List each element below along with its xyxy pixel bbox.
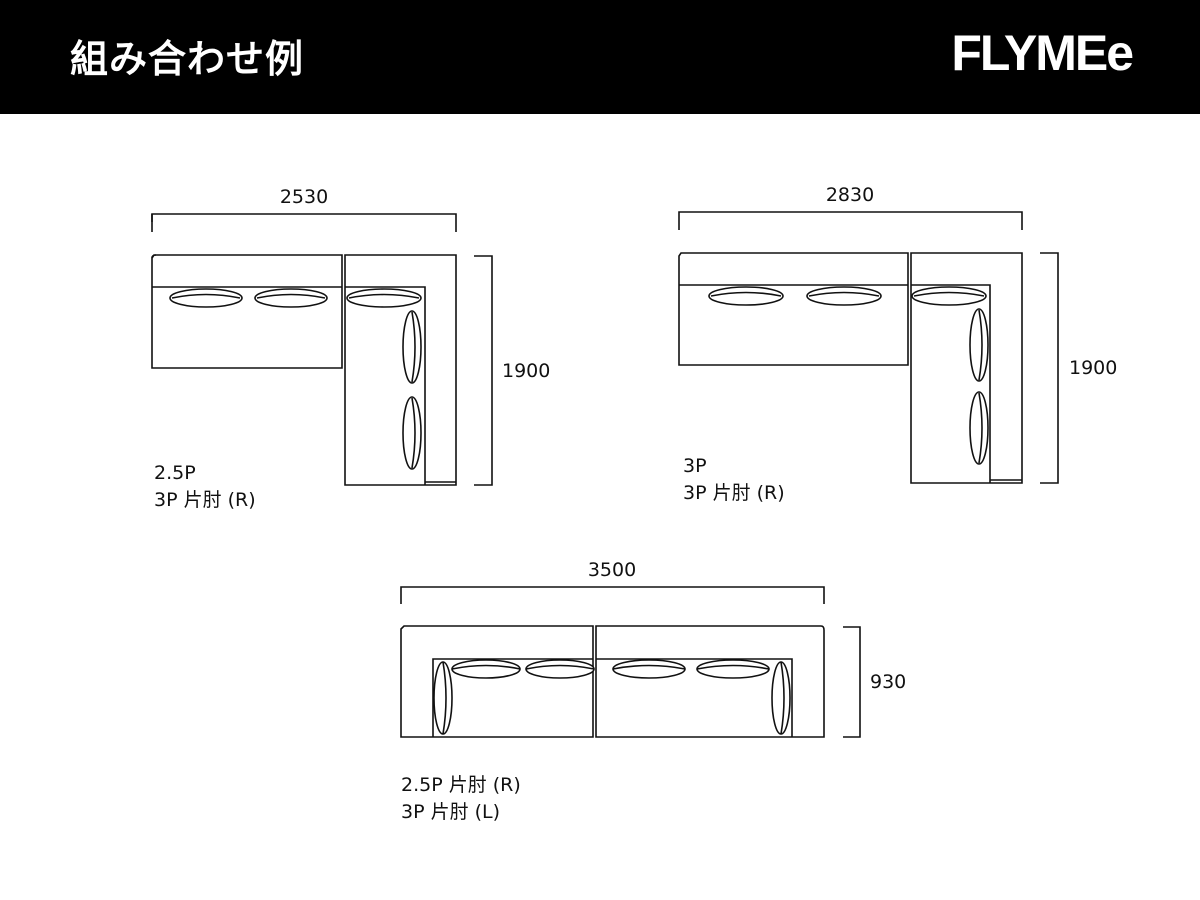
combo-label-3-line-1: 2.5P 片肘 (R): [401, 774, 521, 796]
depth-value-2: 1900: [1069, 357, 1117, 379]
page-title: 組み合わせ例: [70, 37, 305, 81]
combo-label-1-line-2: 3P 片肘 (R): [154, 489, 256, 511]
cushion: [696, 659, 770, 679]
cushion: [169, 288, 243, 308]
sofa-module-2-5p: [151, 254, 343, 369]
combo-label-3-line-2: 3P 片肘 (L): [401, 801, 501, 823]
cushion: [254, 288, 328, 308]
sofa-module-2-5p-arm: [400, 625, 595, 738]
depth-value-3: 930: [870, 671, 906, 693]
combo-label-1-line-1: 2.5P: [154, 462, 196, 484]
cushion: [771, 661, 791, 735]
width-dimension-3: 3500: [400, 559, 825, 604]
combo-label-1: 2.5P 3P 片肘 (R): [154, 460, 256, 514]
layout-example-3: 3500 930: [400, 559, 906, 738]
cushion: [969, 391, 989, 465]
cushion: [402, 310, 422, 384]
cushion: [911, 286, 987, 306]
width-value-1: 2530: [280, 186, 328, 208]
brand-logo: FLYMEe: [951, 25, 1134, 81]
sofa-module-3p-arm: [595, 625, 825, 738]
width-dimension-1: 2530: [151, 186, 457, 232]
cushion: [969, 308, 989, 382]
sofa-module-3p-corner: [344, 254, 457, 486]
width-value-2: 2830: [826, 184, 874, 206]
cushion: [806, 286, 882, 306]
cushion: [346, 288, 422, 308]
header-bar: 組み合わせ例 FLYMEe: [0, 0, 1200, 114]
cushion: [433, 661, 453, 735]
layout-example-1: 2530 1900: [151, 186, 550, 486]
cushion: [451, 659, 521, 679]
cushion: [402, 396, 422, 470]
depth-dimension-2: 1900: [1040, 252, 1117, 484]
sofa-module-3p-corner-2: [910, 252, 1023, 484]
cushion: [525, 659, 595, 679]
combo-label-2-line-1: 3P: [683, 455, 707, 477]
depth-value-1: 1900: [502, 360, 550, 382]
combo-label-2: 3P 3P 片肘 (R): [683, 453, 785, 507]
combo-label-2-line-2: 3P 片肘 (R): [683, 482, 785, 504]
cushion: [612, 659, 686, 679]
sofa-module-3p: [678, 252, 909, 366]
width-value-3: 3500: [588, 559, 636, 581]
combo-label-3: 2.5P 片肘 (R) 3P 片肘 (L): [401, 772, 521, 826]
depth-dimension-3: 930: [843, 626, 906, 738]
depth-dimension-1: 1900: [474, 255, 550, 486]
cushion: [708, 286, 784, 306]
layout-example-2: 2830 1900: [678, 184, 1117, 484]
width-dimension-2: 2830: [678, 184, 1023, 230]
